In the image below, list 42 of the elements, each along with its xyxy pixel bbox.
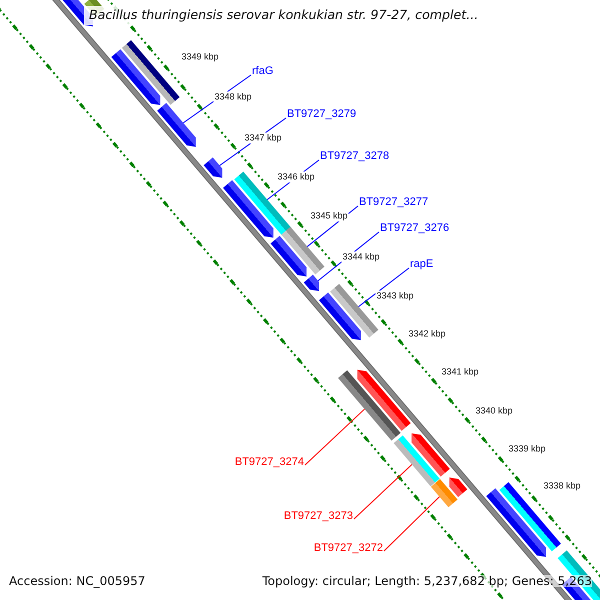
leader-line <box>384 496 440 552</box>
gene-feature-band <box>330 284 378 338</box>
scale-label: 3340 kbp <box>474 406 514 416</box>
gene-feature-band <box>122 40 180 105</box>
scale-label: 3344 kbp <box>341 252 381 262</box>
gene-label: BT9727_3278 <box>320 151 390 162</box>
gene-feature-band <box>558 550 600 600</box>
gene-feature <box>357 370 411 431</box>
leader-line <box>354 464 412 520</box>
gene-feature <box>223 180 274 238</box>
scale-label: 3341 kbp <box>440 366 480 378</box>
leader-line <box>304 408 366 466</box>
scale-label: 3345 kbp <box>309 210 349 222</box>
gene-feature-band <box>394 435 440 486</box>
gene-feature-band <box>338 370 401 441</box>
scale-label: 3349 kbp <box>180 52 220 62</box>
genome-info-text: Topology: circular; Length: 5,237,682 bp; Genes: 5,263 <box>262 575 592 587</box>
scale-label: 3348 kbp <box>213 92 253 102</box>
gene-feature <box>111 49 160 106</box>
gene-label: BT9727_3272 <box>314 543 383 554</box>
gene-label: BT9727_3279 <box>287 109 356 120</box>
gene-label: rapE <box>410 259 434 270</box>
scale-label: 3343 kbp <box>375 290 415 302</box>
scale-label: 3339 kbp <box>507 444 547 454</box>
gene-feature <box>157 102 196 147</box>
gene-label: BT9727_3274 <box>234 457 304 468</box>
gene-feature <box>270 236 307 276</box>
gene-label: BT9727_3276 <box>380 223 450 234</box>
gene-feature <box>318 292 361 340</box>
gene-label: BT9727_3277 <box>359 197 428 208</box>
gene-feature-band <box>281 226 324 274</box>
gene-feature <box>449 478 468 498</box>
scale-label: 3346 kbp <box>276 172 316 182</box>
gene-feature <box>486 488 546 557</box>
gene-label: rfaG <box>252 66 274 77</box>
scale-label: 3342 kbp <box>407 328 447 340</box>
scale-label: 3338 kbp <box>542 480 582 492</box>
gene-feature <box>304 274 320 292</box>
accession-text: Accession: NC_005957 <box>9 575 146 587</box>
scale-label: 3347 kbp <box>243 132 283 144</box>
gene-feature <box>204 157 222 178</box>
gene-label: BT9727_3273 <box>284 511 353 522</box>
